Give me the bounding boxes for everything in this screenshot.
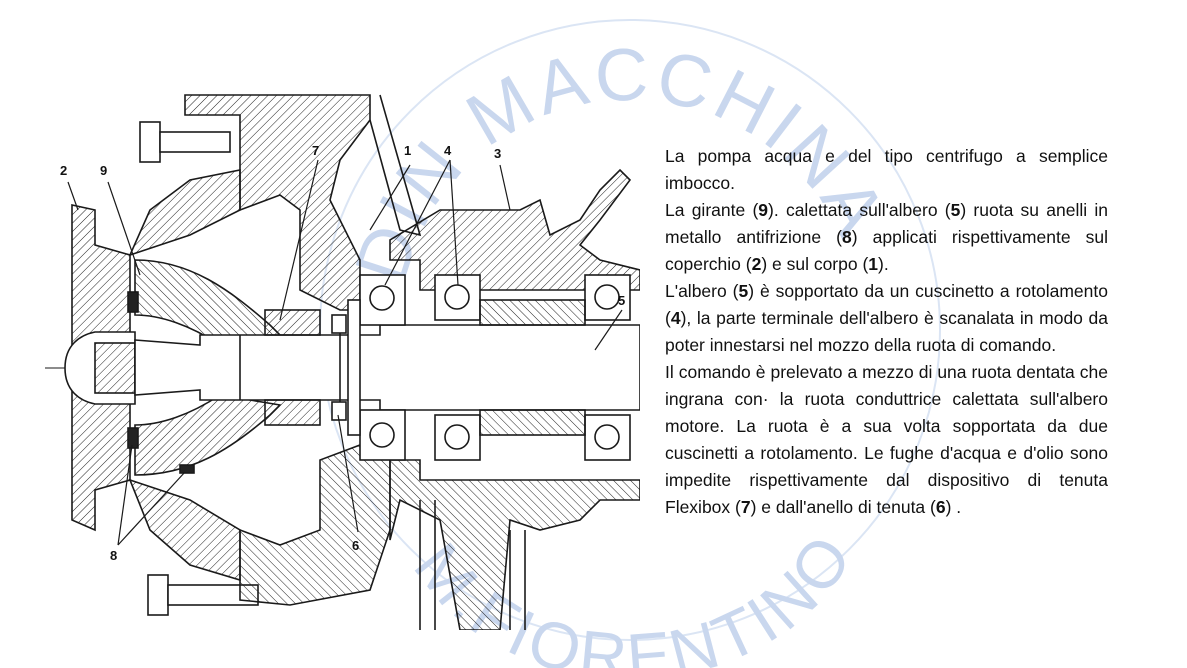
label-2: 2	[60, 163, 67, 178]
label-9: 9	[100, 163, 107, 178]
label-1: 1	[404, 143, 411, 158]
wear-ring-body	[179, 464, 195, 474]
drive-bearing-1-ball-lower	[444, 424, 470, 450]
drive-bearing-1-ball-upper	[444, 284, 470, 310]
part-number: 9	[758, 200, 769, 220]
paragraph-1: La pompa acqua e del tipo centrifugo a s…	[665, 146, 1108, 193]
drive-wheel-hub-lower	[479, 409, 586, 436]
drive-bearing-2-ball-upper	[594, 284, 620, 310]
leader-7	[279, 159, 319, 321]
impeller-upper	[134, 259, 282, 346]
leader-3	[499, 164, 511, 211]
pump-body-lower	[239, 444, 391, 606]
leader-9	[107, 181, 141, 276]
flexibox-seal-upper	[264, 309, 321, 336]
shaft	[134, 324, 640, 411]
bearing-large-ball-upper	[369, 285, 395, 311]
drive-bearing-2-ball-lower	[594, 424, 620, 450]
part-number: 2	[751, 254, 762, 274]
wear-ring-lower	[127, 427, 139, 449]
leader-8a	[117, 444, 133, 546]
impeller-nut-thread	[94, 342, 136, 394]
label-5: 5	[618, 293, 625, 308]
leader-4b	[449, 159, 459, 286]
inlet-wall-lower	[128, 478, 241, 582]
inlet-wall-upper	[128, 169, 241, 257]
paragraph-2: La girante (9). calettata sull'albero (5…	[665, 200, 1108, 274]
bearing-housing-lower	[389, 459, 640, 630]
bottom-bolt-head	[147, 574, 169, 616]
part-number: 6	[935, 497, 946, 517]
leader-8b	[117, 471, 186, 546]
part-number: 4	[670, 308, 681, 328]
part-number: 1	[868, 254, 879, 274]
impeller-lower	[134, 394, 282, 476]
part-number: 5	[738, 281, 749, 301]
wear-ring-upper	[127, 291, 139, 313]
paragraph-4: Il comando è prelevato a mezzo di una ru…	[665, 362, 1108, 517]
label-3: 3	[494, 146, 501, 161]
pump-section-drawing: 2 9 7 1 4 3 5 6 8	[45, 94, 640, 630]
bearing-housing-upper	[389, 168, 640, 291]
leader-1	[369, 164, 411, 231]
label-7: 7	[312, 143, 319, 158]
part-number: 5	[950, 200, 961, 220]
label-6: 6	[352, 538, 359, 553]
leader-2	[67, 181, 79, 211]
part-number: 8	[842, 227, 852, 247]
label-8: 8	[110, 548, 117, 563]
pump-body-rib	[369, 94, 422, 237]
drive-wheel-hub-upper	[479, 299, 586, 326]
leader-4a	[384, 159, 451, 286]
pump-body-upper	[184, 94, 371, 311]
leader-5	[594, 309, 623, 351]
description-text: La pompa acqua e del tipo centrifugo a s…	[665, 143, 1108, 521]
part-number: 7	[740, 497, 751, 517]
oil-seal-upper	[331, 314, 347, 334]
top-bolt-shank	[159, 131, 231, 153]
flexibox-seal-lower	[264, 399, 321, 426]
paragraph-3: L'albero (5) è sopportato da un cuscinet…	[665, 281, 1108, 355]
leader-6	[337, 414, 359, 533]
label-4: 4	[444, 143, 452, 158]
bearing-spacer	[347, 299, 361, 436]
bearing-large-ball-lower	[369, 422, 395, 448]
top-bolt-head	[139, 121, 161, 163]
